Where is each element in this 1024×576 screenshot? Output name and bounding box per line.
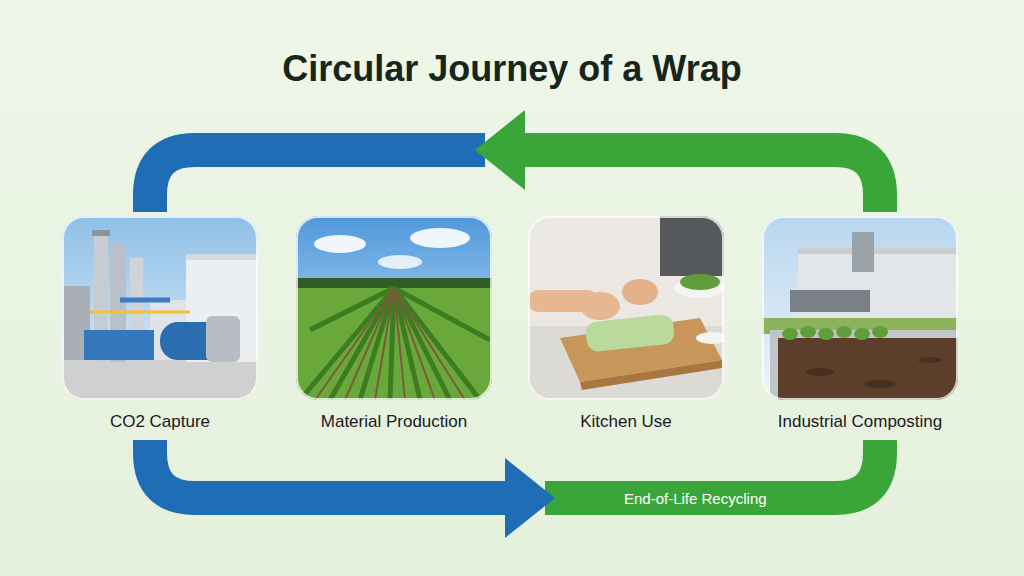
tile-frame <box>296 216 492 400</box>
arrow-band <box>150 440 507 498</box>
image-tile: Industrial Composting <box>762 216 958 436</box>
field-illustration <box>296 216 492 400</box>
title: Circular Journey of a Wrap <box>0 48 1024 90</box>
node-caption: CO2 Capture <box>32 412 288 432</box>
arrow-head <box>505 458 555 538</box>
plant-illustration <box>62 216 258 400</box>
tile-frame <box>528 216 724 400</box>
node-caption: Material Production <box>266 412 522 432</box>
tile-frame <box>762 216 958 400</box>
flow-arrow <box>150 440 880 538</box>
tile-frame <box>62 216 258 400</box>
image-tile: Kitchen Use <box>528 216 724 436</box>
flow-arrow <box>150 110 880 212</box>
edge-label: End-of-Life Recycling <box>618 488 773 509</box>
compost-illustration <box>762 216 958 400</box>
node-caption: Industrial Composting <box>732 412 988 432</box>
image-tile: Material Production <box>296 216 492 436</box>
arrow-head <box>475 110 525 190</box>
arrow-band <box>523 150 880 212</box>
node-caption: Kitchen Use <box>498 412 754 432</box>
kitchen-illustration <box>528 216 724 400</box>
image-tile: CO2 Capture <box>62 216 258 436</box>
arrow-band <box>150 150 485 212</box>
